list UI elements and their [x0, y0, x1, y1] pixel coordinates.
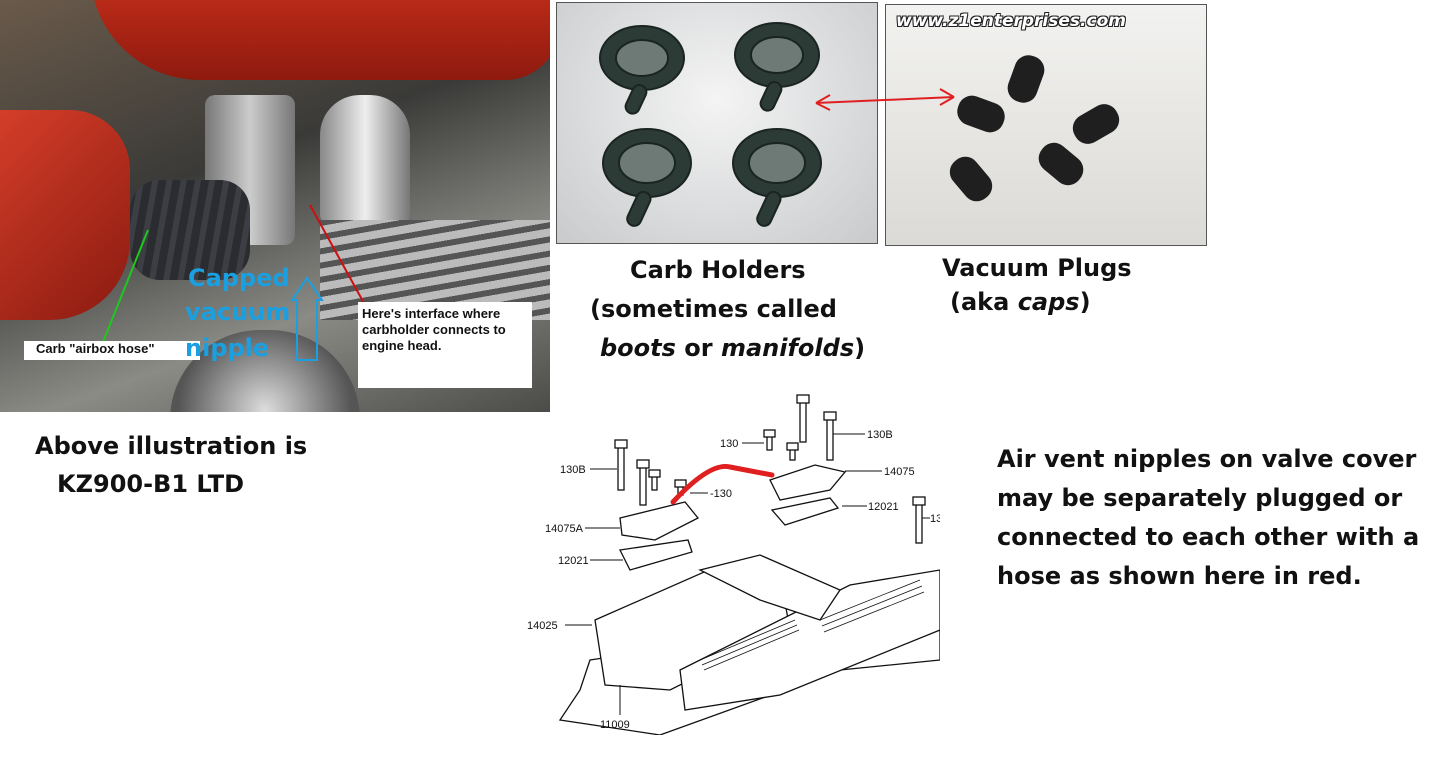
manifolds-word: manifolds: [720, 334, 855, 362]
carb-holders-photo: [556, 2, 878, 244]
carburetor-2: [320, 95, 410, 225]
carb-holder-shapes: [599, 22, 822, 227]
bolt-icon: [796, 394, 810, 443]
plug-shapes: [949, 55, 1120, 202]
breather-cover-left: [619, 501, 700, 541]
label-11009: 11009: [600, 719, 630, 731]
air-vent-note: Air vent nipples on valve cover may be s…: [997, 440, 1419, 596]
capped-label-1: Capped: [188, 264, 290, 292]
vacuum-plug: [1072, 104, 1120, 144]
cover-bridge: [698, 554, 841, 621]
vent-hose: [670, 463, 775, 505]
vacuum-plug: [1007, 55, 1045, 103]
carb-holder: [734, 22, 820, 112]
label-14025: 14025: [527, 620, 558, 632]
annotation-lines: [102, 204, 366, 361]
label-130b-left: 130B: [560, 464, 586, 476]
note-line-4: hose as shown here in red.: [997, 562, 1362, 590]
capped-label-3: nipple: [185, 334, 270, 362]
or-word: or: [675, 334, 721, 362]
side-cover: [0, 110, 130, 320]
carb-holders-sub-1: (sometimes called: [590, 295, 837, 323]
boots-word: boots: [600, 334, 676, 362]
bolt-icon: [786, 442, 799, 461]
bolt-icon: [763, 429, 776, 451]
valve-cover-diagram: 130 130B 130B 14075 -130 12021 130A 1407…: [527, 394, 940, 735]
bolt-icon: [912, 496, 926, 544]
vacuum-plugs-photo: www.z1enterprises.com: [885, 4, 1207, 246]
vacuum-plug: [1038, 142, 1084, 186]
bolt-icon: [614, 439, 628, 491]
above-illustration-1: Above illustration is: [35, 432, 308, 460]
interface-line-2: carbholder connects to: [362, 322, 506, 337]
note-line-2: may be separately plugged or: [997, 484, 1403, 512]
bolt-icon: [648, 469, 661, 491]
airbox-hose-label: Carb "airbox hose": [24, 341, 200, 360]
aka-word: (aka: [950, 288, 1018, 316]
vacuum-plug: [957, 95, 1005, 133]
note-line-1: Air vent nipples on valve cover: [997, 445, 1417, 473]
breather-gasket-left: [619, 539, 693, 571]
carb-holder: [602, 128, 692, 227]
interface-line-3: engine head.: [362, 338, 442, 353]
label-130b-right: 130B: [867, 429, 893, 441]
bolt-icon: [823, 411, 837, 461]
label-14075: 14075: [884, 466, 915, 478]
close-paren: ): [1079, 288, 1091, 316]
label-12021-right: 12021: [868, 501, 899, 513]
capped-label-2: vacuum: [185, 298, 291, 326]
carb-holder: [599, 25, 685, 115]
airbox-hose: [130, 180, 250, 280]
note-line-3: connected to each other with a: [997, 523, 1420, 551]
label-14075a: 14075A: [545, 523, 584, 535]
engine-photo: Carb "airbox hose" Capped vacuum nipple …: [0, 0, 550, 412]
vacuum-plug: [949, 156, 993, 202]
interface-line-1: Here's interface where: [362, 306, 501, 321]
vacuum-plugs-title: Vacuum Plugs: [942, 254, 1132, 282]
carb-holders-title: Carb Holders: [630, 256, 806, 284]
caps-word: caps: [1017, 288, 1080, 316]
double-arrow-icon: [815, 88, 955, 111]
label-130a: 130A: [930, 513, 940, 525]
vacuum-plugs-sub: (aka caps): [950, 288, 1091, 316]
close-paren: ): [854, 334, 866, 362]
watermark: www.z1enterprises.com: [896, 11, 1126, 31]
carb-holders-sub-2: boots or manifolds): [600, 334, 865, 362]
carb-holder: [732, 128, 822, 227]
label-130-top: 130: [720, 438, 738, 450]
breather-cover-right: [769, 464, 847, 501]
above-illustration-2: KZ900-B1 LTD: [57, 470, 245, 498]
interface-label: Here's interface where carbholder connec…: [358, 302, 532, 388]
up-arrow-icon: [290, 276, 324, 361]
label-12021-left: 12021: [558, 555, 589, 567]
fuel-tank: [90, 0, 550, 80]
bolt-icon: [636, 459, 650, 506]
label-130-hose: -130: [710, 488, 732, 500]
breather-gasket-right: [770, 497, 840, 526]
